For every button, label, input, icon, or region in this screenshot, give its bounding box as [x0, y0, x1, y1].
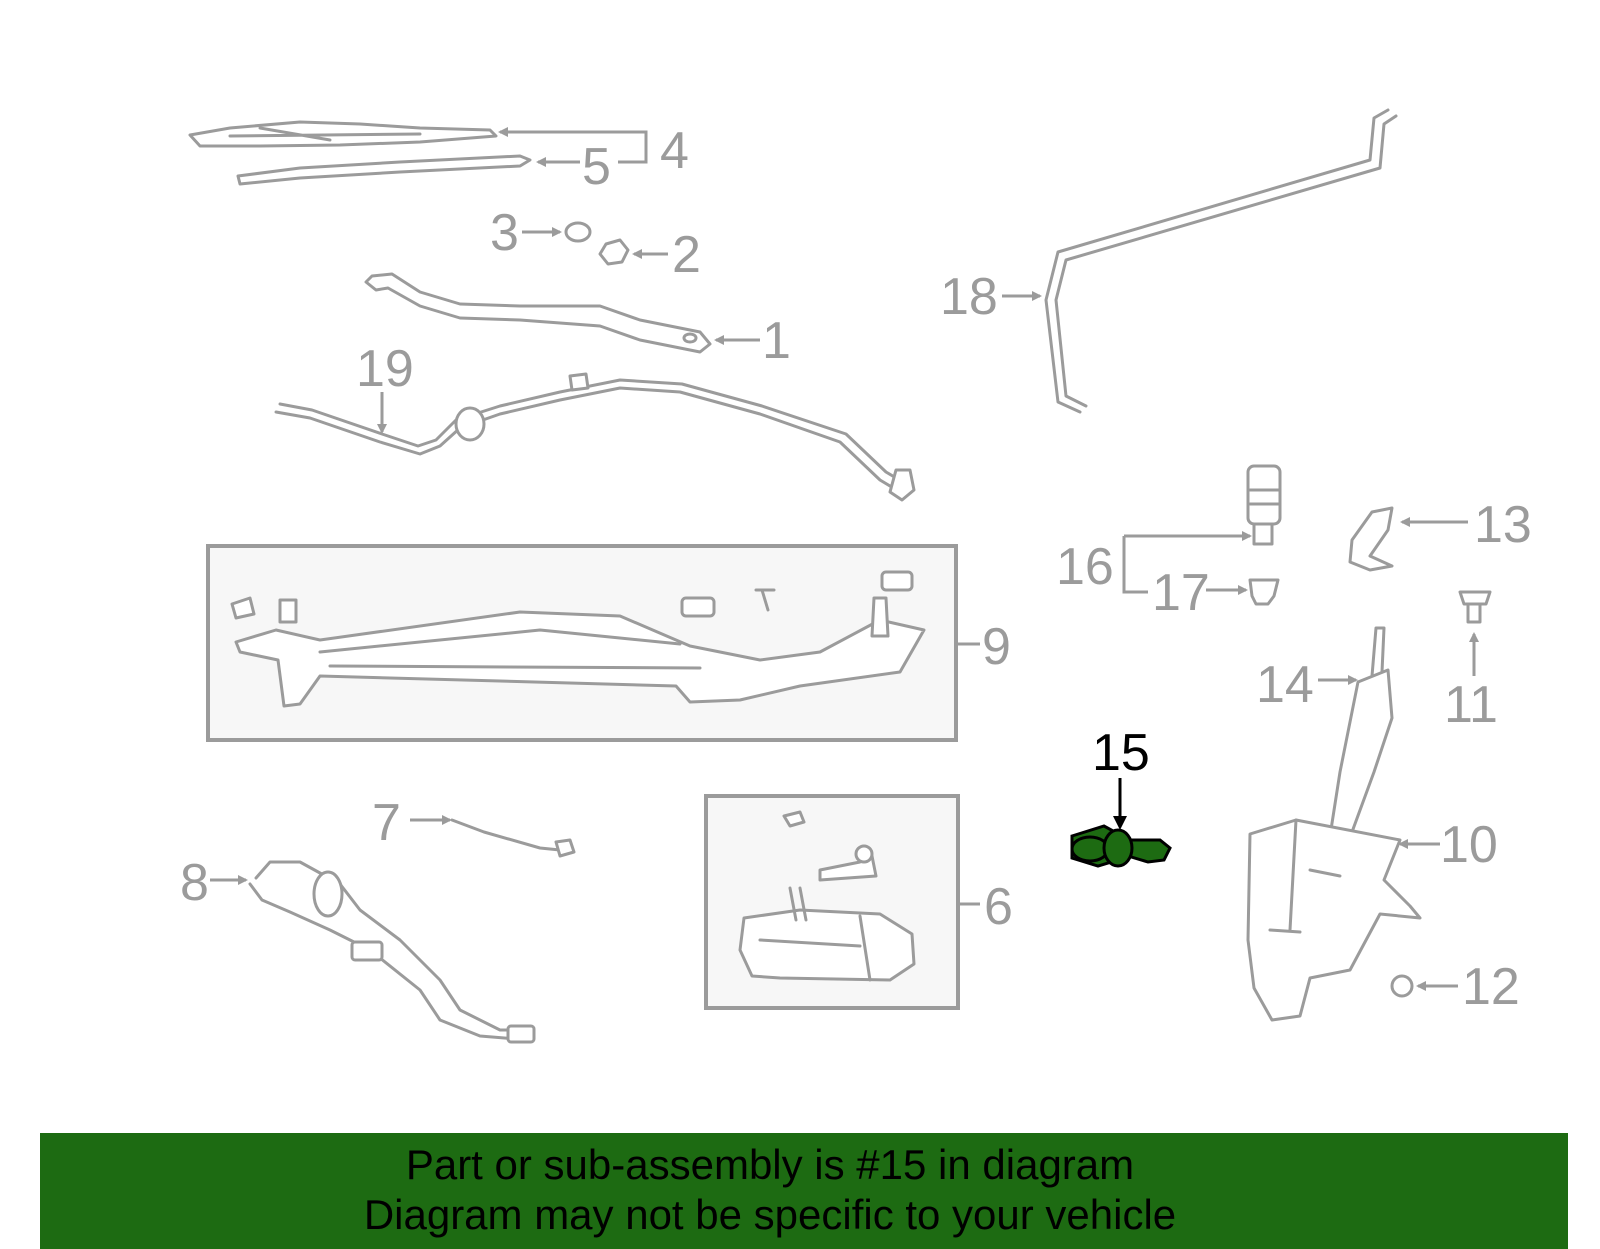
callout-8: 8 [180, 854, 209, 912]
part-11-fastener[interactable] [1458, 590, 1492, 624]
bracket-16-17 [1122, 536, 1148, 594]
part-10-reservoir[interactable] [1246, 818, 1422, 1022]
part-13-clip[interactable] [1348, 506, 1394, 572]
banner-line-1: Part or sub-assembly is #15 in diagram [405, 1141, 1135, 1188]
callout-11: 11 [1444, 676, 1498, 734]
part-2-nut[interactable] [598, 238, 630, 266]
callout-1: 1 [762, 312, 791, 370]
callout-17: 17 [1152, 564, 1210, 622]
callout-13: 13 [1474, 496, 1532, 554]
callout-12: 12 [1462, 958, 1520, 1016]
part-6-motor [738, 810, 916, 982]
callout-2: 2 [672, 226, 701, 284]
callout-7: 7 [372, 794, 401, 852]
part-1-wiper-arm[interactable] [364, 272, 712, 354]
part-18-washer-hose[interactable] [1044, 108, 1398, 414]
part-9-linkage [230, 570, 926, 708]
callout-4: 4 [660, 122, 689, 180]
callout-16: 16 [1056, 538, 1114, 596]
part-12-plug[interactable] [1390, 974, 1414, 998]
callout-14: 14 [1256, 656, 1314, 714]
part-3-washer[interactable] [564, 221, 592, 243]
callout-19: 19 [356, 340, 414, 398]
part-4-wiper-blade[interactable] [188, 120, 498, 148]
part-17-grommet[interactable] [1248, 578, 1280, 606]
part-7-hose[interactable] [450, 818, 576, 858]
part-14-filler-neck[interactable] [1328, 626, 1394, 838]
info-banner: Part or sub-assembly is #15 in diagram D… [40, 1133, 1568, 1249]
part-19-hose[interactable] [274, 372, 916, 502]
part-8-harness[interactable] [248, 860, 536, 1044]
callout-18: 18 [940, 268, 998, 326]
parts-diagram: 4 5 3 2 1 19 18 9 [180, 108, 1532, 1044]
part-5-wiper-insert[interactable] [236, 154, 532, 186]
callout-10: 10 [1440, 816, 1498, 874]
callout-9: 9 [982, 618, 1011, 676]
callout-6: 6 [984, 878, 1013, 936]
part-15-grommet-highlighted[interactable] [1070, 824, 1172, 868]
bracket-4-5 [618, 130, 648, 164]
callout-3: 3 [490, 204, 519, 262]
part-16-pump[interactable] [1246, 464, 1282, 546]
callout-15: 15 [1092, 724, 1150, 782]
callout-5: 5 [582, 138, 611, 196]
banner-line-2: Diagram may not be specific to your vehi… [363, 1191, 1177, 1238]
